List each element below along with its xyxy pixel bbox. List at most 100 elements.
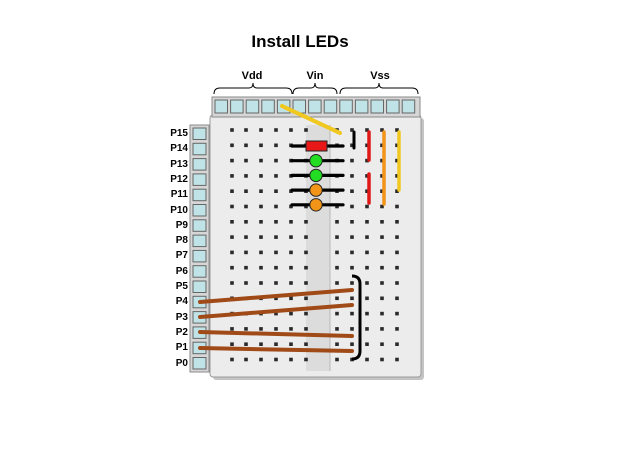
pin-label: P3 bbox=[175, 311, 188, 323]
pin-socket bbox=[192, 357, 207, 370]
bracket-vin bbox=[292, 82, 338, 95]
breadboard-hole bbox=[365, 311, 369, 316]
breadboard-hole bbox=[259, 250, 263, 255]
breadboard-hole bbox=[244, 327, 248, 331]
breadboard-hole bbox=[395, 143, 399, 148]
pin-socket bbox=[192, 188, 207, 202]
breadboard-hole bbox=[274, 174, 278, 178]
breadboard-hole bbox=[380, 220, 384, 224]
breadboard-hole bbox=[365, 158, 369, 163]
breadboard-hole bbox=[365, 235, 369, 239]
header-socket bbox=[230, 99, 244, 114]
breadboard-hole bbox=[259, 342, 263, 346]
breadboard-hole bbox=[365, 342, 369, 346]
pin-label: P1 bbox=[175, 342, 188, 354]
breadboard-hole bbox=[350, 220, 354, 224]
breadboard-hole bbox=[380, 174, 384, 178]
breadboard-hole bbox=[304, 342, 308, 346]
wire-brown-p2 bbox=[198, 330, 354, 338]
breadboard-hole bbox=[274, 204, 278, 209]
breadboard-hole bbox=[365, 128, 369, 132]
breadboard-hole bbox=[395, 296, 399, 301]
breadboard-hole bbox=[304, 250, 308, 255]
breadboard-hole bbox=[395, 357, 399, 362]
header-socket bbox=[370, 99, 384, 114]
breadboard-hole bbox=[304, 357, 308, 362]
breadboard-hole bbox=[274, 128, 278, 132]
breadboard-hole bbox=[289, 220, 293, 224]
pin-socket bbox=[192, 158, 207, 171]
breadboard-hole bbox=[365, 281, 369, 285]
breadboard-hole bbox=[380, 143, 384, 148]
breadboard-hole bbox=[365, 327, 369, 331]
breadboard-hole bbox=[274, 296, 278, 301]
breadboard-hole bbox=[350, 204, 354, 209]
breadboard-hole bbox=[350, 128, 354, 132]
breadboard-hole bbox=[274, 281, 278, 285]
breadboard-hole bbox=[335, 281, 339, 285]
breadboard-hole bbox=[230, 158, 234, 163]
wire-brown-p3 bbox=[198, 303, 354, 319]
breadboard-hole bbox=[244, 204, 248, 209]
pin-socket bbox=[192, 173, 207, 186]
breadboard-hole bbox=[395, 158, 399, 163]
breadboard-hole bbox=[259, 189, 263, 193]
breadboard-hole bbox=[335, 250, 339, 255]
header-socket bbox=[245, 99, 260, 114]
breadboard-hole bbox=[380, 158, 384, 163]
breadboard-hole bbox=[365, 174, 369, 178]
breadboard-hole bbox=[380, 204, 384, 209]
breadboard-hole bbox=[244, 158, 248, 163]
breadboard-hole bbox=[230, 235, 234, 239]
breadboard-hole bbox=[304, 281, 308, 285]
breadboard-hole bbox=[350, 143, 354, 148]
led-circle bbox=[309, 198, 323, 212]
pin-label: P0 bbox=[175, 357, 188, 369]
breadboard-hole bbox=[230, 189, 234, 193]
breadboard-hole bbox=[274, 143, 278, 148]
breadboard-hole bbox=[380, 235, 384, 239]
pin-label: P15 bbox=[170, 128, 188, 139]
breadboard-hole bbox=[395, 311, 399, 316]
pin-label: P12 bbox=[170, 173, 188, 185]
header-socket bbox=[323, 99, 338, 114]
breadboard-hole bbox=[380, 296, 384, 301]
breadboard-hole bbox=[380, 327, 384, 331]
breadboard-hole bbox=[259, 174, 263, 178]
breadboard-hole bbox=[395, 174, 399, 178]
breadboard-hole bbox=[304, 311, 308, 316]
pin-label: P14 bbox=[170, 143, 188, 155]
pin-label: P11 bbox=[170, 189, 188, 201]
breadboard-hole bbox=[230, 143, 234, 148]
pin-socket bbox=[192, 234, 207, 248]
header-socket bbox=[386, 99, 400, 114]
breadboard-hole bbox=[244, 128, 248, 132]
breadboard-hole bbox=[304, 128, 308, 132]
breadboard-hole bbox=[395, 204, 399, 209]
breadboard-hole bbox=[395, 327, 399, 331]
breadboard-hole bbox=[380, 311, 384, 316]
breadboard-hole bbox=[274, 357, 278, 362]
breadboard-hole bbox=[365, 220, 369, 224]
breadboard-hole bbox=[289, 128, 293, 132]
breadboard-hole bbox=[230, 342, 234, 346]
breadboard-hole bbox=[230, 128, 234, 132]
breadboard-hole bbox=[350, 327, 354, 331]
breadboard-hole bbox=[259, 220, 263, 224]
breadboard-hole bbox=[259, 281, 263, 285]
header-socket bbox=[261, 99, 275, 114]
pin-label: P7 bbox=[175, 250, 188, 262]
breadboard-hole bbox=[274, 158, 278, 163]
header-label-vin: Vin bbox=[306, 70, 324, 82]
pin-label: P13 bbox=[170, 158, 188, 170]
bracket-vss bbox=[339, 82, 419, 95]
breadboard-hole bbox=[244, 235, 248, 239]
breadboard-hole bbox=[335, 235, 339, 239]
breadboard-hole bbox=[395, 342, 399, 346]
breadboard-hole bbox=[274, 327, 278, 331]
breadboard-hole bbox=[380, 357, 384, 362]
pin-strip bbox=[189, 124, 210, 373]
led-circle bbox=[309, 154, 323, 168]
pin-label: P9 bbox=[175, 219, 188, 231]
